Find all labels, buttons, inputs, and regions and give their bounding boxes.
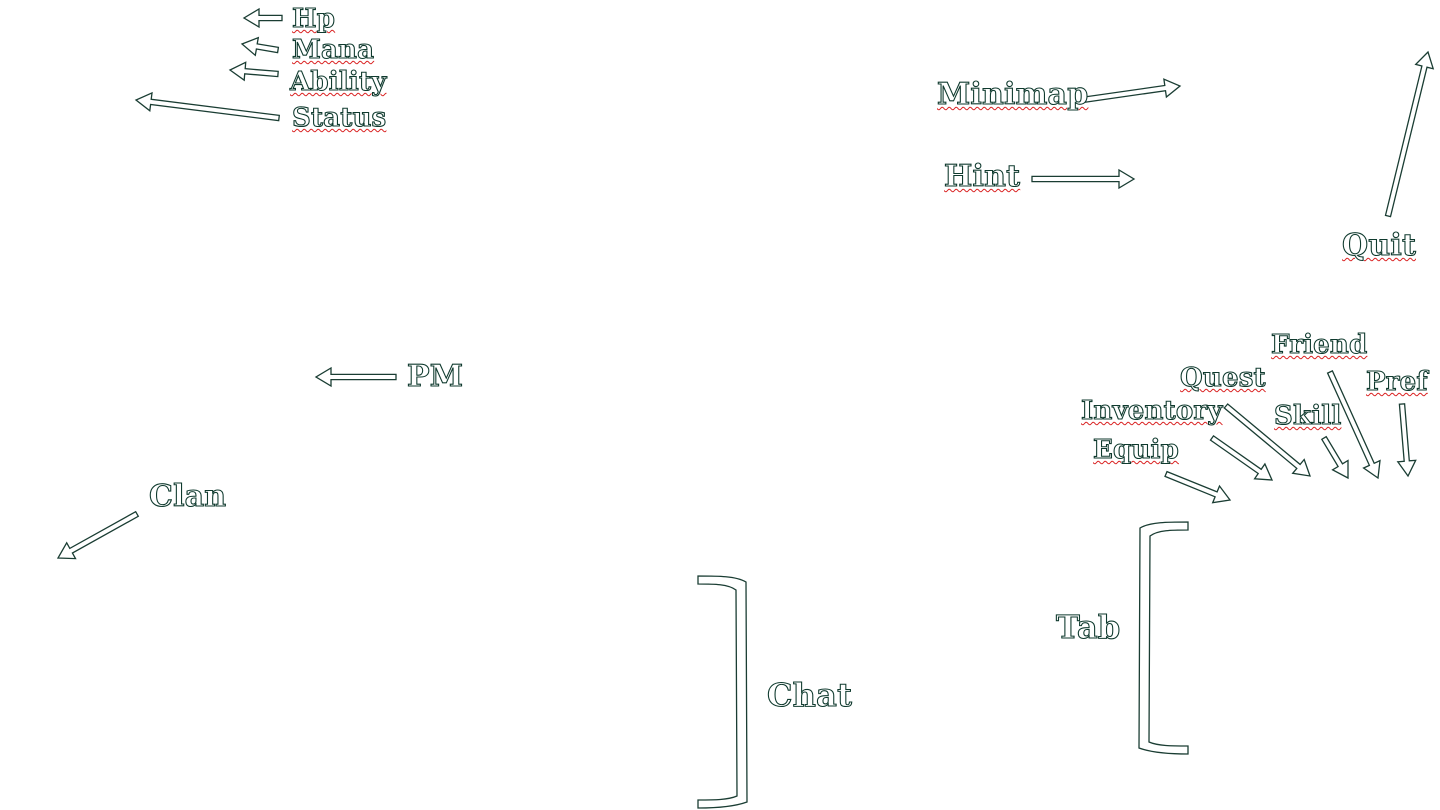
arrow-pref [1396,403,1417,478]
label-minimap: Minimap [936,77,1089,112]
arrow-status [134,91,281,122]
label-status: Status [291,103,387,133]
label-quest: Quest [1179,363,1266,393]
label-mana: Mana [291,35,375,65]
label-inventory: Inventory [1080,396,1223,426]
label-tab: Tab [1055,608,1121,646]
arrow-equip [1164,470,1232,504]
arrow-minimap [1080,78,1182,104]
arrow-clan [56,510,140,560]
label-chat: Chat [766,676,853,714]
arrow-quit [1384,50,1435,218]
label-quit: Quit [1341,228,1416,263]
label-pref: Pref [1365,367,1428,397]
label-friend: Friend [1270,330,1368,360]
arrow-quest [1223,403,1311,477]
arrow-inventory [1209,434,1274,481]
arrow-friend [1326,370,1381,480]
arrow-hint [1031,168,1136,190]
label-clan: Clan [148,479,227,514]
label-skill: Skill [1273,401,1342,431]
arrow-ability [228,61,279,82]
label-pm: PM [406,359,464,394]
label-hp: Hp [291,4,336,34]
arrow-mana [240,36,280,57]
label-ability: Ability [289,67,387,97]
label-equip: Equip [1092,435,1179,465]
tab-bracket [1138,521,1189,755]
chat-bracket [697,575,748,809]
arrow-skill [1320,435,1349,480]
label-hint: Hint [943,159,1021,194]
arrow-hp [242,7,283,29]
arrow-pm [314,366,397,388]
